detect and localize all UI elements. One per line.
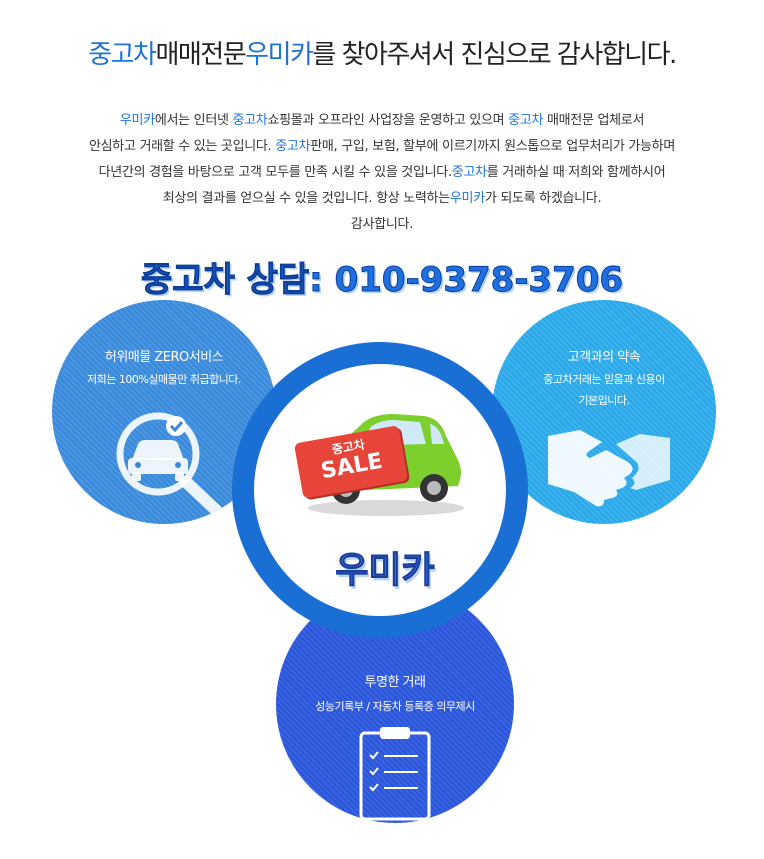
intro-keyword: 중고차 <box>508 113 544 128</box>
intro-text: 안심하고 거래할 수 있는 곳입니다. <box>88 139 276 154</box>
headline-text: 매매전문 <box>155 40 246 70</box>
car-search-icon <box>116 412 224 518</box>
intro-line-3: 다년간의 경험을 바탕으로 고객 모두를 만족 시킬 수 있을 것입니다.중고차… <box>0 160 764 186</box>
service-circle-customer-promise: 고객과의 약속 중고차거래는 믿음과 신용이 기본입니다. <box>492 300 716 524</box>
clipboard-icon <box>359 727 431 821</box>
brand-logo-text: 우미카 <box>335 550 435 592</box>
service-title: 고객과의 약속 <box>567 350 641 365</box>
service-circle-no-fake-listings: 허위매물 ZERO서비스 저희는 100%실매물만 취급합니다. <box>52 300 276 524</box>
intro-brand: 우미카 <box>449 191 485 206</box>
service-subtitle: 저희는 100%실매물만 취급합니다. <box>87 373 241 386</box>
intro-line-1: 우미카에서는 인터넷 중고차쇼핑몰과 오프라인 사업장을 운영하고 있으며 중고… <box>0 108 764 134</box>
page-title: 중고차매매전문우미카를 찾아주셔서 진심으로 감사합니다. <box>0 34 764 71</box>
phone-consultation-banner[interactable]: 중고차 상담: 010-9378-3706 <box>140 260 624 301</box>
intro-text: 에서는 인터넷 <box>154 113 233 128</box>
intro-keyword: 중고차 <box>451 165 487 180</box>
service-subtitle: 기본입니다. <box>578 394 630 407</box>
intro-text: 판매, 구입, 보험, 할부에 이르기까지 원스톱으로 업무처리가 가능하며 <box>310 139 676 154</box>
intro-brand: 우미카 <box>119 113 155 128</box>
intro-text: 매매전문 업체로서 <box>543 113 645 128</box>
headline-keyword-used-car: 중고차 <box>88 40 157 70</box>
service-title: 허위매물 ZERO서비스 <box>104 350 224 365</box>
center-ring-inner <box>254 364 506 616</box>
service-subtitle: 성능기록부 / 자동차 등록증 의무제시 <box>315 700 475 713</box>
intro-text: 쇼핑몰과 오프라인 사업장을 운영하고 있으며 <box>267 113 509 128</box>
intro-line-5: 감사합니다. <box>350 217 414 232</box>
handshake-icon <box>548 430 670 507</box>
intro-keyword: 중고차 <box>275 139 311 154</box>
intro-paragraph: 우미카에서는 인터넷 중고차쇼핑몰과 오프라인 사업장을 운영하고 있으며 중고… <box>0 108 764 238</box>
headline-brand: 우미카 <box>245 40 314 70</box>
intro-text: 최상의 결과를 얻으실 수 있을 것입니다. 항상 노력하는 <box>162 191 450 206</box>
intro-keyword: 중고차 <box>232 113 268 128</box>
intro-line-4: 최상의 결과를 얻으실 수 있을 것입니다. 항상 노력하는우미카가 되도록 하… <box>0 186 764 212</box>
intro-text: 가 되도록 하겠습니다. <box>484 191 602 206</box>
headline-text-tail: 를 찾아주셔서 진심으로 감사합니다. <box>312 40 677 70</box>
intro-text: 를 거래하실 때 저희와 함께하시어 <box>486 165 666 180</box>
service-subtitle: 중고차거래는 믿음과 신용이 <box>543 373 665 386</box>
intro-line-2: 안심하고 거래할 수 있는 곳입니다. 중고차판매, 구입, 보험, 할부에 이… <box>0 134 764 160</box>
intro-text: 다년간의 경험을 바탕으로 고객 모두를 만족 시킬 수 있을 것입니다. <box>98 165 452 180</box>
service-title: 투명한 거래 <box>364 675 426 690</box>
